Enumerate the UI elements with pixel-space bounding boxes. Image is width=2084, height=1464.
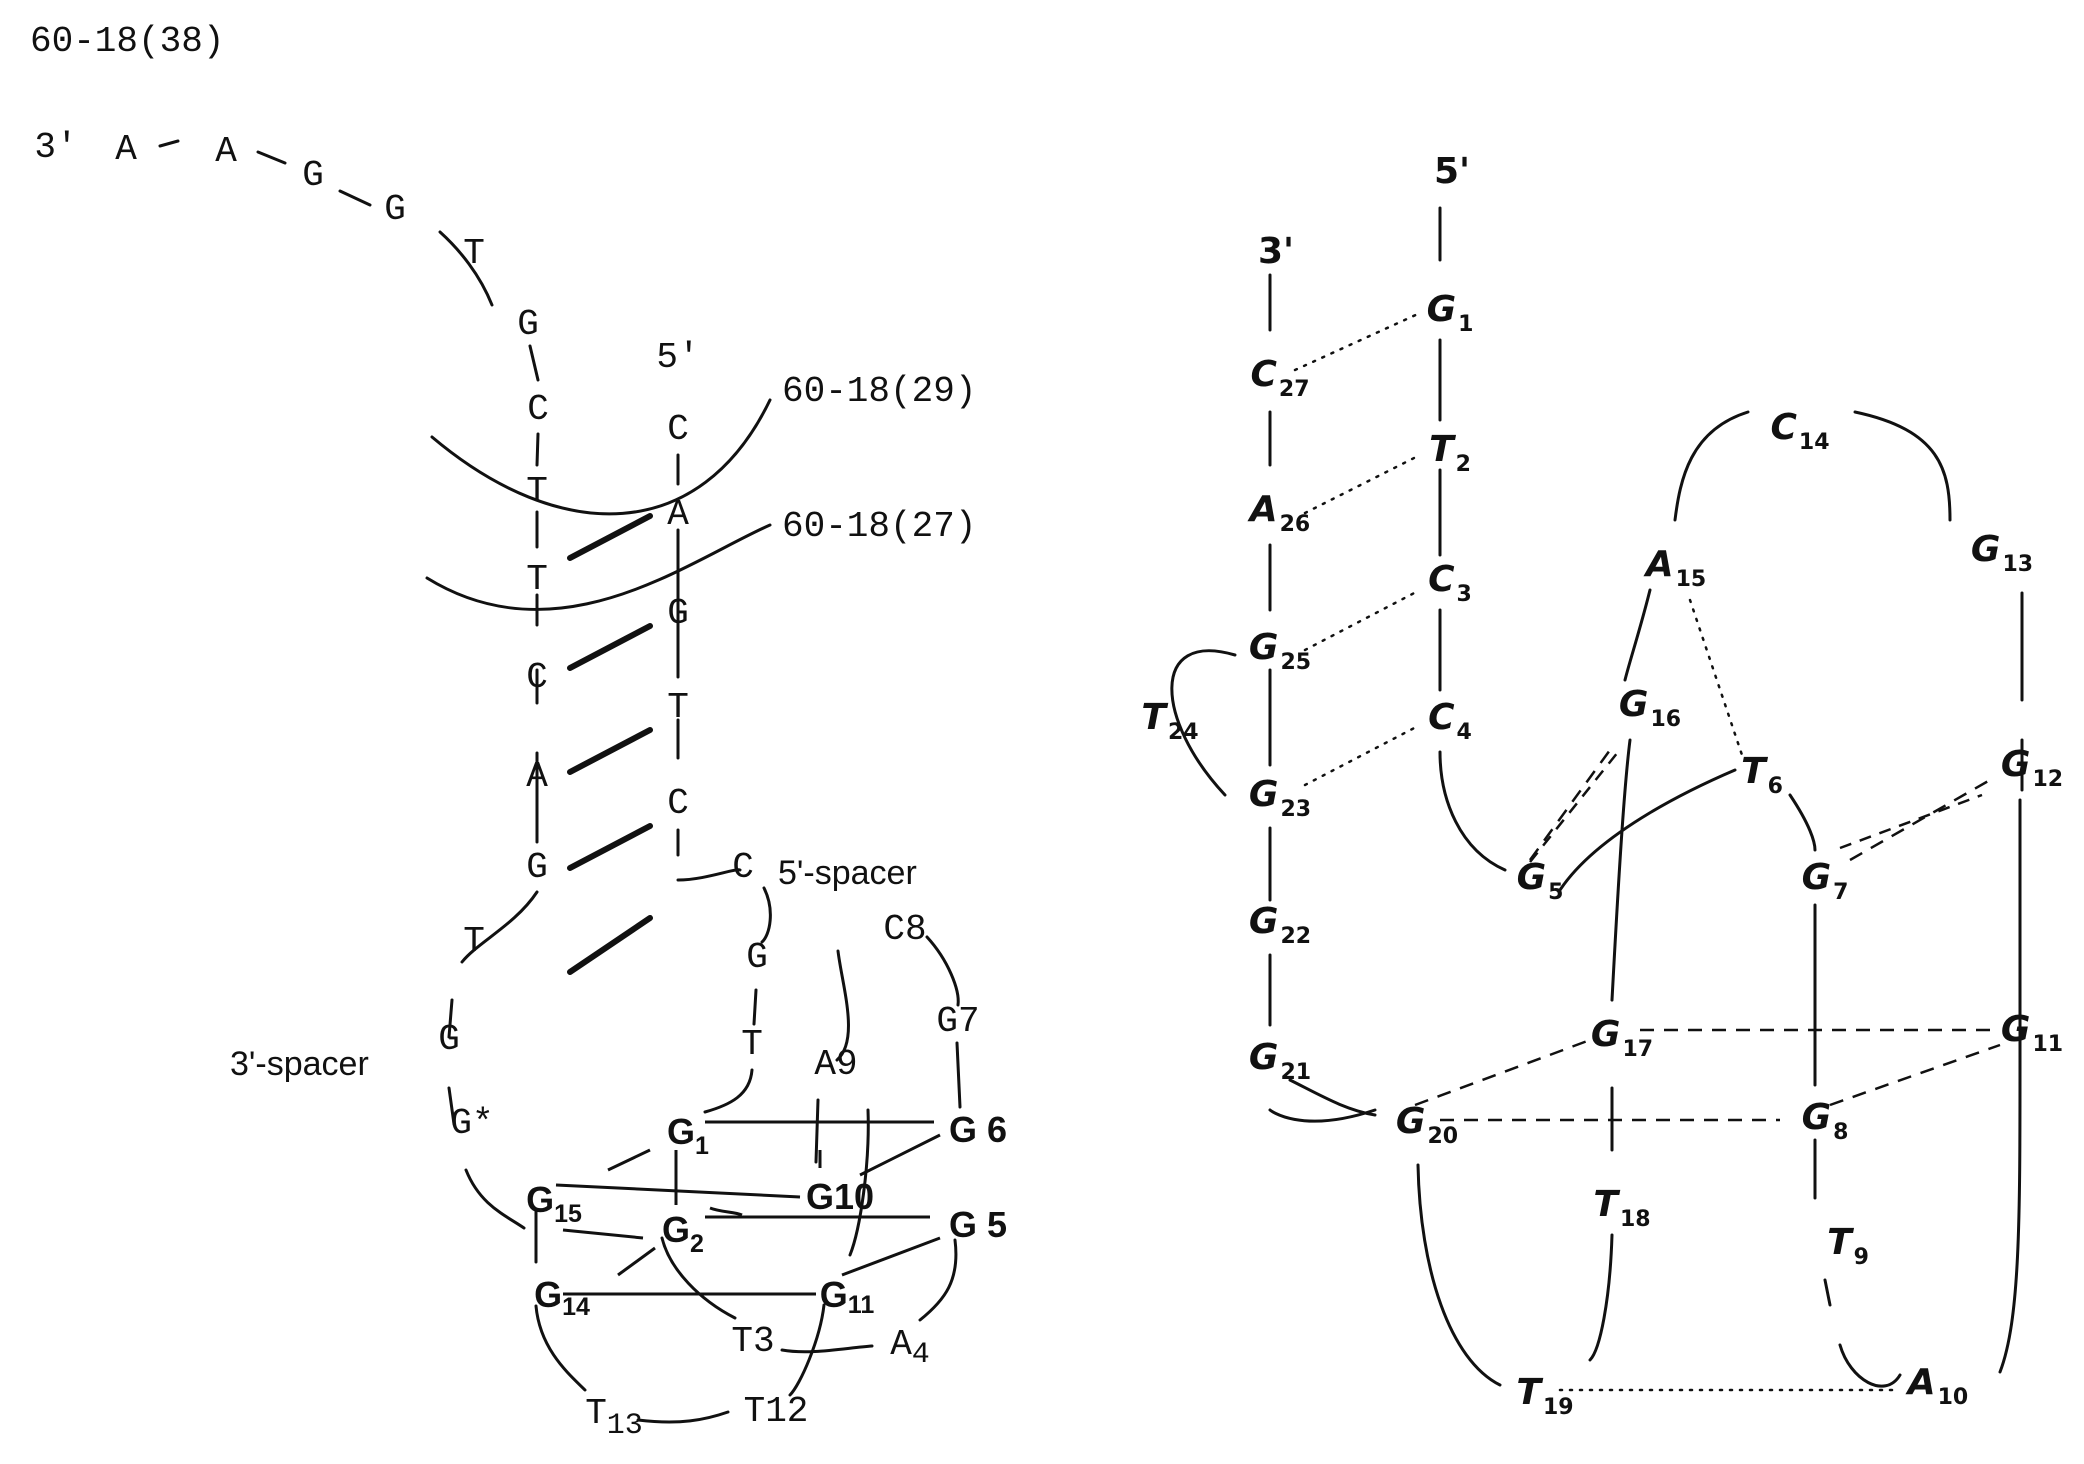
strand-label-27: 60-18(27) [782,506,977,547]
left-base: C [732,847,754,888]
right-base: G13 [1970,529,2034,577]
right-base: A10 [1907,1362,1969,1410]
right-base: C27 [1250,354,1310,402]
right-base: G11 [2000,1009,2064,1057]
left-three-prime-label: 3' [34,127,78,168]
right-tetrad-hbonds [1414,749,2001,1122]
left-base: T [741,1024,763,1065]
left-base: T [463,233,485,274]
left-base: A [215,131,237,172]
left-backbone [158,139,962,1424]
left-base: G [302,155,324,196]
right-base: G23 [1248,774,1312,822]
quartet-base: G 5 [948,1204,1008,1245]
left-base: G [667,593,689,634]
right-base: C4 [1428,697,1472,745]
right-base: G8 [1801,1097,1849,1145]
five-prime-spacer-label: 5'-spacer [778,854,917,892]
right-base: T2 [1429,429,1471,477]
right-five-prime-label: 5' [1433,151,1471,192]
left-base: G [438,1019,460,1060]
left-base: T [526,559,548,600]
right-base: G22 [1248,901,1312,949]
right-base: T9 [1827,1222,1869,1270]
right-base: G25 [1248,627,1312,675]
right-base: T24 [1141,697,1199,745]
right-pair-dashes [1529,751,1983,863]
right-base: A15 [1645,544,1707,592]
left-base: A [667,494,689,535]
right-base: G12 [2000,744,2064,792]
quartet-base: G14 [534,1274,590,1321]
left-base: A9 [814,1044,858,1085]
quartet-base: G2 [662,1209,704,1258]
quartet-base: G10 [805,1176,875,1217]
three-prime-spacer-label: 3'-spacer [230,1045,369,1083]
right-base: C14 [1770,407,1830,455]
right-base: T18 [1593,1184,1651,1232]
left-base: G [517,304,539,345]
left-base: T [526,471,548,512]
left-five-prime-label: 5' [656,337,700,378]
quartet-base: G 6 [948,1109,1008,1150]
left-base: G* [450,1103,494,1144]
right-base: G1 [1426,289,1474,337]
left-base: T13 [585,1393,643,1443]
right-base: T6 [1741,751,1783,799]
quartet-base: G11 [819,1274,875,1319]
left-base: T3 [731,1321,775,1362]
strand-label-29: 60-18(29) [782,371,977,412]
right-base: G7 [1801,857,1849,905]
right-base: G16 [1618,684,1682,732]
right-backbone [1170,206,2024,1388]
right-base: G5 [1516,857,1564,905]
figure-title: 60-18(38) [30,21,225,62]
right-base: C3 [1428,559,1472,607]
left-base: G [526,847,548,888]
left-base: C [667,409,689,450]
left-base: G7 [936,1001,980,1042]
right-base: T19 [1516,1372,1574,1420]
right-base: A26 [1249,489,1311,537]
right-base: G21 [1248,1037,1312,1085]
left-base: A [526,756,548,797]
right-three-prime-label: 3' [1257,231,1295,272]
left-base: C [527,389,549,430]
left-base-pairs [567,513,653,975]
right-base: G20 [1395,1101,1459,1149]
left-base: C [667,783,689,824]
left-base: C [526,657,548,698]
right-base: G17 [1590,1014,1654,1062]
quartet-base: G1 [667,1111,709,1160]
left-base: C8 [883,909,927,950]
left-base: T12 [743,1391,809,1432]
left-base: A4 [890,1324,930,1372]
left-quartet-bonds [555,1120,941,1296]
spine-lines [425,398,772,611]
left-base: G [746,937,768,978]
left-base: T [667,687,689,728]
right-watson-crick-dots [1293,311,1902,1392]
quartet-base: G15 [526,1179,582,1228]
left-base: T [463,921,485,962]
left-base: A [115,129,137,170]
left-base: G [384,189,406,230]
